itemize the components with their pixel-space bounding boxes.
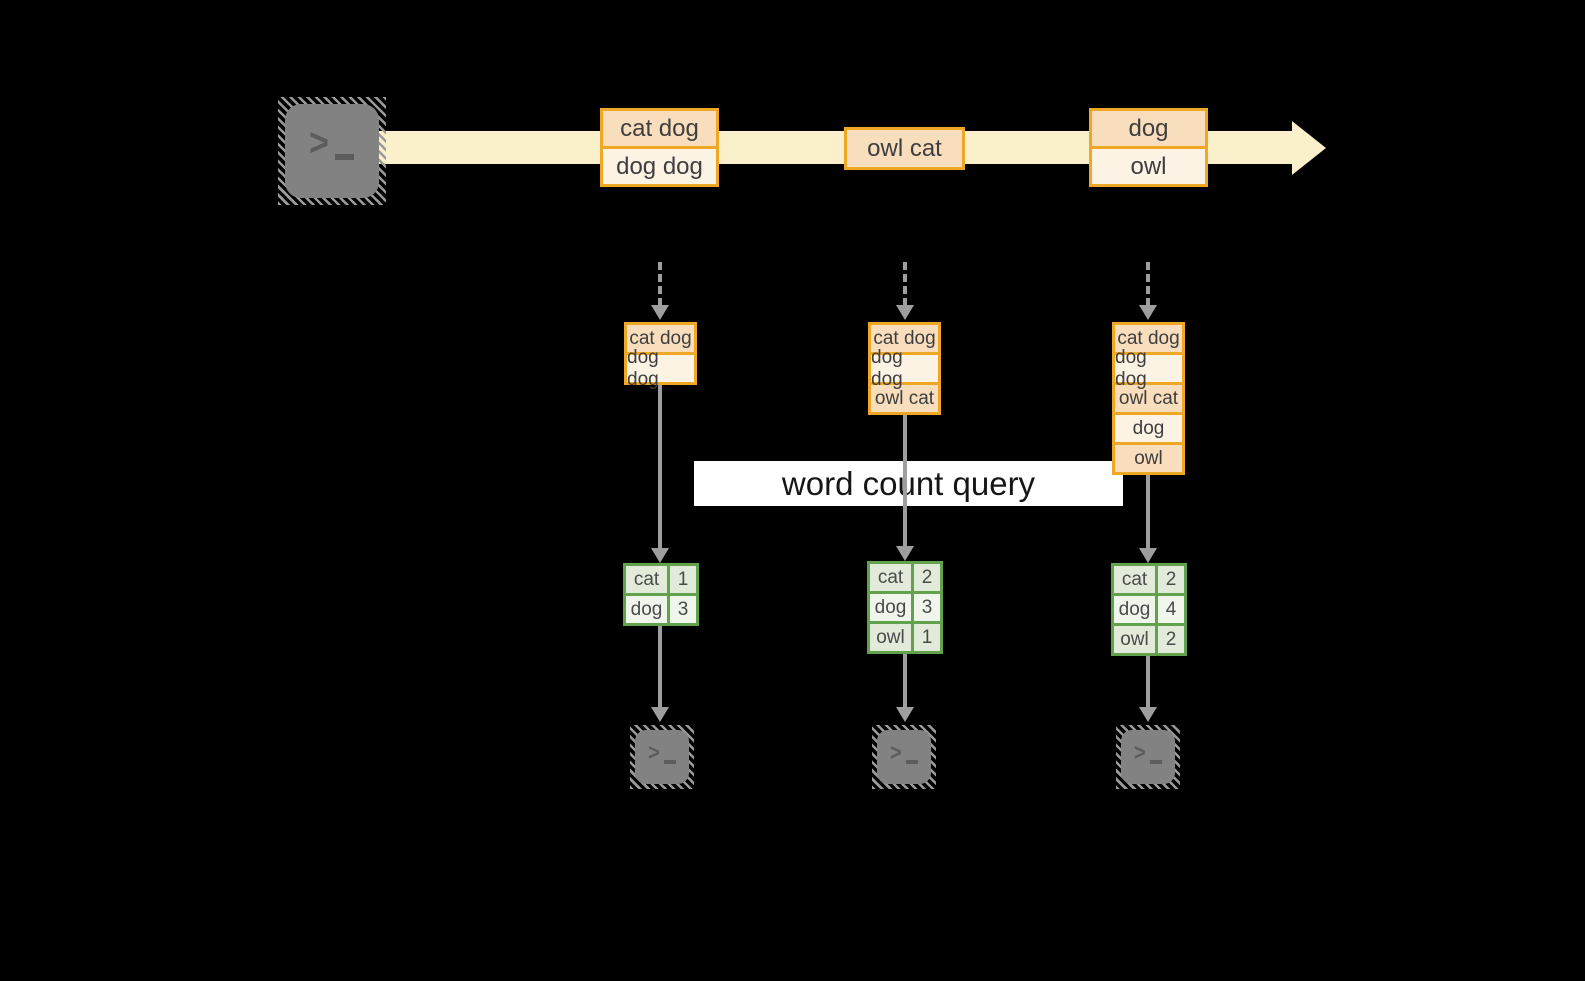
down-arrow-icon	[651, 548, 669, 563]
prompt-chevron-icon: >	[309, 121, 329, 165]
down-arrow-icon	[896, 707, 914, 722]
result-row: dog 3	[623, 593, 699, 626]
stream-batch-3: dog owl	[1089, 108, 1208, 187]
result-row: dog 4	[1111, 593, 1187, 626]
stream-record: dog dog	[600, 146, 719, 187]
state-record: dog	[1112, 412, 1185, 445]
down-arrow-icon	[1139, 548, 1157, 563]
state-in-arrow-line	[1146, 262, 1150, 306]
sink-arrow-line	[903, 654, 907, 708]
word-cell: cat	[1111, 563, 1158, 596]
state-box-1: cat dog dog dog	[624, 322, 697, 390]
sink-arrow-line	[658, 626, 662, 708]
state-box-3: cat dog dog dog owl cat dog owl	[1112, 322, 1185, 475]
result-row: cat 1	[623, 563, 699, 596]
count-cell: 3	[911, 591, 943, 624]
result-row: owl 1	[867, 621, 943, 654]
word-cell: dog	[867, 591, 914, 624]
state-in-arrow-line	[658, 262, 662, 306]
prompt-cursor-icon	[664, 760, 676, 764]
word-cell: dog	[623, 593, 670, 626]
result-table-1: cat 1 dog 3	[623, 563, 699, 626]
down-arrow-icon	[651, 305, 669, 320]
word-cell: cat	[867, 561, 914, 594]
down-arrow-icon	[1139, 305, 1157, 320]
state-in-arrow-line	[903, 262, 907, 306]
terminal-screen: >	[635, 730, 689, 784]
sink-terminal-icon: >	[1116, 725, 1180, 789]
sink-arrow-line	[1146, 656, 1150, 708]
terminal-screen: >	[285, 104, 379, 198]
down-arrow-icon	[1139, 707, 1157, 722]
prompt-chevron-icon: >	[890, 740, 902, 766]
word-cell: owl	[1111, 623, 1158, 656]
word-cell: owl	[867, 621, 914, 654]
state-record: cat dog	[1112, 322, 1185, 355]
down-arrow-icon	[896, 305, 914, 320]
result-row: cat 2	[1111, 563, 1187, 596]
prompt-chevron-icon: >	[1134, 740, 1146, 766]
result-row: owl 2	[1111, 623, 1187, 656]
prompt-cursor-icon	[335, 154, 354, 160]
prompt-cursor-icon	[906, 760, 918, 764]
count-cell: 1	[667, 563, 699, 596]
stream-record: cat dog	[600, 108, 719, 149]
result-row: dog 3	[867, 591, 943, 624]
sink-terminal-icon: >	[872, 725, 936, 789]
count-cell: 1	[911, 621, 943, 654]
state-record: dog dog	[1112, 347, 1185, 390]
state-record: cat dog	[624, 322, 697, 355]
stream-arrowhead-icon	[1292, 121, 1326, 175]
down-arrow-icon	[896, 546, 914, 561]
count-cell: 2	[911, 561, 943, 594]
state-record: owl cat	[1112, 382, 1185, 415]
result-row: cat 2	[867, 561, 943, 594]
word-cell: dog	[1111, 593, 1158, 626]
state-box-2: cat dog dog dog owl cat	[868, 322, 941, 415]
state-record: dog dog	[624, 347, 697, 390]
query-label: word count query	[694, 461, 1123, 506]
count-cell: 2	[1155, 563, 1187, 596]
down-arrow-icon	[651, 707, 669, 722]
source-terminal-icon: >	[278, 97, 386, 205]
query-arrow-line	[903, 415, 907, 547]
state-record: owl cat	[868, 382, 941, 415]
prompt-cursor-icon	[1150, 760, 1162, 764]
result-table-3: cat 2 dog 4 owl 2	[1111, 563, 1187, 656]
stream-record: owl cat	[844, 127, 965, 170]
stream-record: owl	[1089, 146, 1208, 187]
state-record: owl	[1112, 442, 1185, 475]
state-record: dog dog	[868, 347, 941, 390]
sink-terminal-icon: >	[630, 725, 694, 789]
result-table-2: cat 2 dog 3 owl 1	[867, 561, 943, 654]
count-cell: 2	[1155, 623, 1187, 656]
terminal-screen: >	[1121, 730, 1175, 784]
word-cell: cat	[623, 563, 670, 596]
stream-batch-2: owl cat	[844, 127, 965, 170]
prompt-chevron-icon: >	[648, 740, 660, 766]
count-cell: 3	[667, 593, 699, 626]
query-arrow-line	[658, 385, 662, 549]
stream-record: dog	[1089, 108, 1208, 149]
terminal-screen: >	[877, 730, 931, 784]
stream-batch-1: cat dog dog dog	[600, 108, 719, 187]
count-cell: 4	[1155, 593, 1187, 626]
query-arrow-line	[1146, 475, 1150, 549]
